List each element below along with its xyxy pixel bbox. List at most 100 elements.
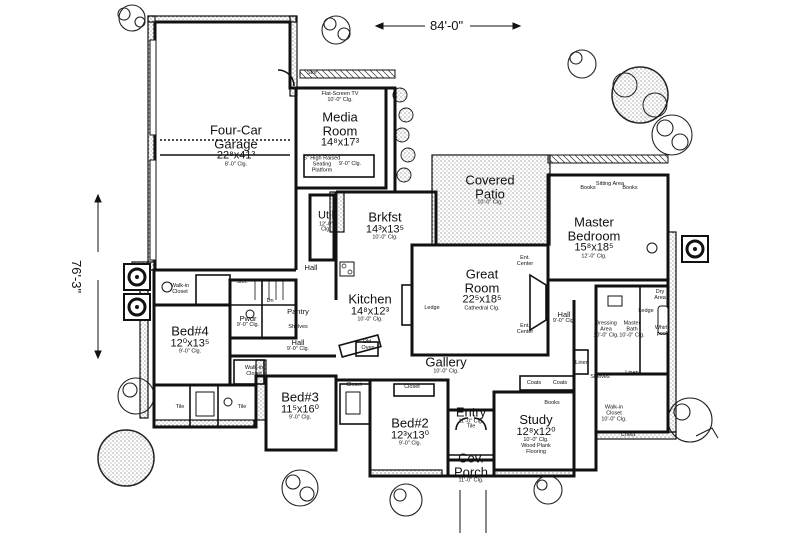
room-name: Bed#3	[281, 389, 319, 405]
room-ceiling: 9'-0" Clg.	[398, 440, 422, 447]
room-bed2: Bed#2 12³x13⁰ 9'-0" Clg.	[391, 415, 429, 448]
label-dbl-oven: Dbl. Oven	[361, 339, 375, 351]
stairs	[254, 280, 284, 300]
range-icon	[339, 261, 355, 277]
master-books-2: Books	[622, 185, 638, 192]
room-garage: Four-Car Garage 22⁸x41³ 8'-0" Clg.	[209, 122, 263, 169]
room-size: 15⁸x18⁵	[574, 241, 614, 254]
room-pantry: Pantry	[287, 307, 309, 317]
overall-width: 84'-0"	[430, 18, 464, 33]
room-master-bath: Master Bath 10'-0" Clg.	[619, 321, 644, 338]
room-ceiling: 10'-0" Clg.	[593, 331, 619, 338]
media-platform-note: 6" High Raised Seating Platform	[303, 155, 341, 173]
tree-icon	[117, 4, 146, 32]
room-study: Study 12⁸x12⁰ 10'-0" Clg. Wood Plank Flo…	[516, 413, 556, 455]
media-ceiling2: 9'-0" Clg.	[338, 161, 362, 168]
shrub-row	[392, 87, 416, 183]
room-size: 12⁰x13⁵	[170, 337, 210, 350]
room-name: Master Bath	[623, 320, 641, 333]
room-name: Brkfst	[368, 209, 402, 225]
room-name: Gallery	[425, 354, 467, 370]
tree-icon	[567, 49, 597, 79]
room-ceiling: 9'-0" Clg.	[236, 322, 260, 329]
room-kitchen: Kitchen 14⁸x12³ 10'-0" Clg.	[348, 292, 391, 324]
label-dn: Dn	[266, 298, 274, 305]
label-whirlpool: Whirl- pool	[654, 325, 670, 337]
room-porch: Cov. Porch 11'-0" Clg.	[454, 451, 488, 484]
label-dry-area: Dry Area	[654, 289, 666, 301]
room-bed4: Bed#4 12⁰x13⁵ 9'-0" Clg.	[170, 323, 210, 356]
label-shelves-1: Shelves	[288, 324, 308, 331]
label-stor-2: Stor	[306, 70, 318, 77]
master-books-1: Books	[580, 185, 596, 192]
depth-dimension-line	[94, 193, 102, 360]
label-walkin-w: Walk-in Closet	[170, 283, 190, 295]
label-coats-1: Coats	[526, 380, 542, 387]
room-ceiling: 12'-0" Clg.	[581, 253, 607, 260]
master-sitting-note: Sitting Area	[595, 181, 625, 188]
room-name: Study	[519, 411, 553, 427]
room-size: 14⁸x17³	[320, 136, 360, 149]
room-hall-c: Hall 9'-0" Clg.	[287, 339, 309, 353]
label-stor: Stor.	[236, 279, 248, 286]
room-ceiling: 9'-0" Clg.	[178, 348, 202, 355]
label-walkin-c: Walk-in Closet	[244, 365, 264, 377]
ac-unit-icon	[681, 235, 709, 263]
room-name: Cov. Porch	[454, 450, 488, 480]
overall-depth: 76'-3"	[69, 260, 84, 294]
room-ceiling: 9'-0" Clg.	[552, 318, 576, 325]
room-size: 11⁵x16⁰	[280, 403, 320, 416]
room-util: Util 12'-0" Clg.	[318, 210, 334, 233]
tree-icon	[533, 475, 563, 505]
label-closet-2: Closet	[346, 382, 362, 389]
ac-unit-icon	[123, 263, 151, 291]
room-gallery: Gallery 10'-0" Clg.	[425, 355, 466, 374]
room-name: Walk-in Closet	[604, 404, 624, 417]
room-name: Four-Car Garage	[209, 122, 263, 152]
tree-icon	[321, 15, 351, 45]
room-ceiling: 10'-0" Clg.	[619, 331, 645, 338]
room-size: 22⁸x41³	[216, 149, 256, 162]
ac-unit-icon	[123, 293, 151, 321]
room-name: Bed#4	[171, 323, 209, 339]
room-name: Master Bedroom	[567, 214, 621, 244]
label-linen-2: Linen	[625, 370, 639, 377]
room-hall-e: Hall 9'-0" Clg.	[553, 311, 575, 325]
tree-icon	[651, 114, 693, 156]
room-media: Media Room 14⁸x17³	[320, 110, 360, 150]
room-master: Master Bedroom 15⁸x18⁵ 12'-0" Clg.	[567, 214, 621, 261]
room-name: Hall	[291, 338, 305, 348]
ent-center-1: Ent. Center	[516, 255, 534, 267]
room-name: Bed#2	[391, 415, 429, 431]
room-dressing: Dressing Area 10'-0" Clg.	[593, 321, 618, 338]
room-size: 14⁸x12³	[350, 305, 390, 318]
room-name: Covered Patio	[465, 172, 515, 202]
room-ceiling-height: 12'-0"	[318, 221, 334, 228]
ent-center-2: Ent. Center	[516, 323, 534, 335]
room-name: Great Room	[464, 266, 500, 296]
room-ceiling: 9'-0" Clg.	[288, 414, 312, 421]
room-ceiling: Clg.	[321, 226, 331, 233]
room-name: Pwdr	[239, 314, 257, 324]
room-ceiling: 10'-0" Clg.	[357, 316, 383, 323]
room-ceiling: 10'-0" Clg.	[601, 415, 627, 422]
room-name: Entry	[455, 404, 487, 420]
note-text: Flat-Screen TV	[321, 91, 359, 98]
room-name: Hall	[557, 310, 571, 320]
water-heater-icon	[161, 242, 658, 293]
label-closet-1: Closet	[404, 384, 420, 391]
tree-icon	[389, 483, 423, 517]
label-coats-2: Coats	[552, 380, 568, 387]
note-ceiling: 10'-0" Clg.	[327, 97, 353, 103]
label-shelves-2: Shelves	[590, 374, 610, 381]
room-ceiling: 9'-0" Clg.	[286, 346, 310, 353]
media-note-tv: Flat-Screen TV 10'-0" Clg.	[321, 91, 359, 104]
room-size: 22⁵x18⁵	[462, 293, 502, 306]
room-size: 14³x13⁵	[365, 223, 405, 236]
room-name: Util	[318, 209, 334, 222]
room-great: Great Room 22⁵x18⁵ Cathedral Clg.	[462, 266, 502, 313]
room-pwdr: Pwdr 9'-0" Clg.	[237, 315, 259, 329]
room-name: Dressing Area	[595, 320, 617, 333]
width-dimension-line	[374, 22, 522, 30]
